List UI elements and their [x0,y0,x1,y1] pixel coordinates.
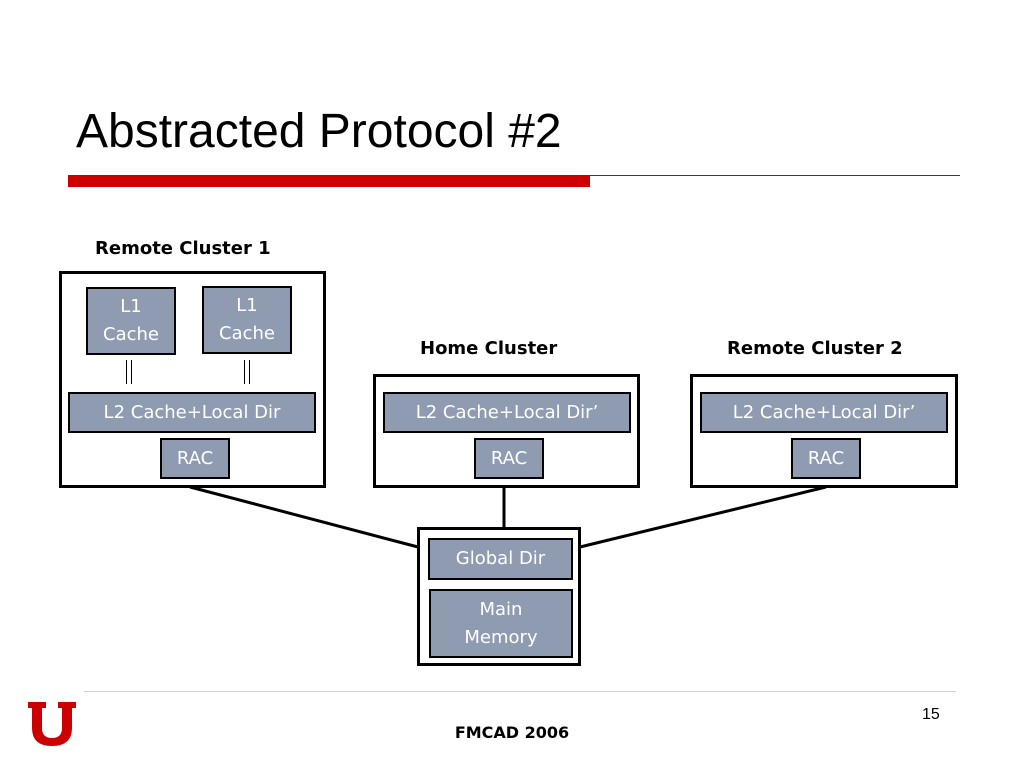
link-remote2-to-memory [579,485,827,549]
l1-l2-connector-left [126,360,132,384]
global-dir: Global Dir [428,538,573,580]
slide-title: Abstracted Protocol #2 [76,105,562,158]
l1-l2-connector-right [244,360,250,384]
remote-cluster-2-l2-cache: L2 Cache+Local Dir’ [700,392,948,433]
l1-cache-left: L1 Cache [86,287,176,355]
remote-cluster-1-rac: RAC [160,438,230,479]
page-number: 15 [922,706,940,723]
home-cluster-l2-cache: L2 Cache+Local Dir’ [383,392,631,433]
home-cluster-label: Home Cluster [420,338,558,359]
remote-cluster-2-label: Remote Cluster 2 [727,338,903,359]
remote-cluster-1-label: Remote Cluster 1 [95,238,271,259]
l1-cache-right: L1 Cache [202,286,292,354]
remote-cluster-2-rac: RAC [791,438,861,479]
footer-text: FMCAD 2006 [454,723,570,742]
remote-cluster-1-l2-cache: L2 Cache+Local Dir [68,392,316,433]
title-underline-thick [68,175,590,187]
footer-divider [84,691,956,692]
home-cluster-rac: RAC [474,438,544,479]
title-underline-thin [590,175,960,176]
main-memory: Main Memory [429,589,573,658]
link-remote1-to-memory [189,485,419,549]
university-u-logo [26,700,78,752]
